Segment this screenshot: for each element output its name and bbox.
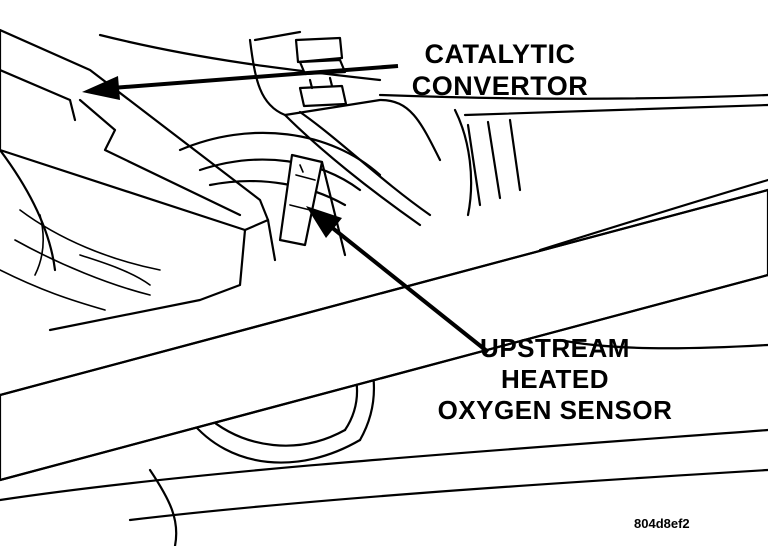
- driveline-rings: [178, 131, 382, 464]
- sensor-label-line2: HEATED: [501, 364, 609, 394]
- catalytic-convertor-label: CATALYTIC CONVERTOR: [400, 38, 600, 102]
- sensor-label-line3: OXYGEN SENSOR: [437, 395, 673, 425]
- catalytic-label-line1: CATALYTIC: [424, 39, 576, 69]
- oxygen-sensor: [278, 153, 347, 257]
- oxygen-sensor-label: UPSTREAM HEATED OXYGEN SENSOR: [400, 333, 710, 426]
- arrow-oxygen-sensor: [306, 206, 490, 354]
- exhaust-flange: [248, 30, 442, 227]
- catalytic-label-line2: CONVERTOR: [411, 71, 589, 101]
- catalytic-converter: [0, 28, 277, 332]
- crossmember-beam: [0, 188, 768, 482]
- lower-chassis-lines: [0, 338, 768, 546]
- sensor-label-line1: UPSTREAM: [480, 333, 630, 363]
- arrow-catalytic: [82, 64, 399, 100]
- figure-id: 804d8ef2: [634, 516, 690, 531]
